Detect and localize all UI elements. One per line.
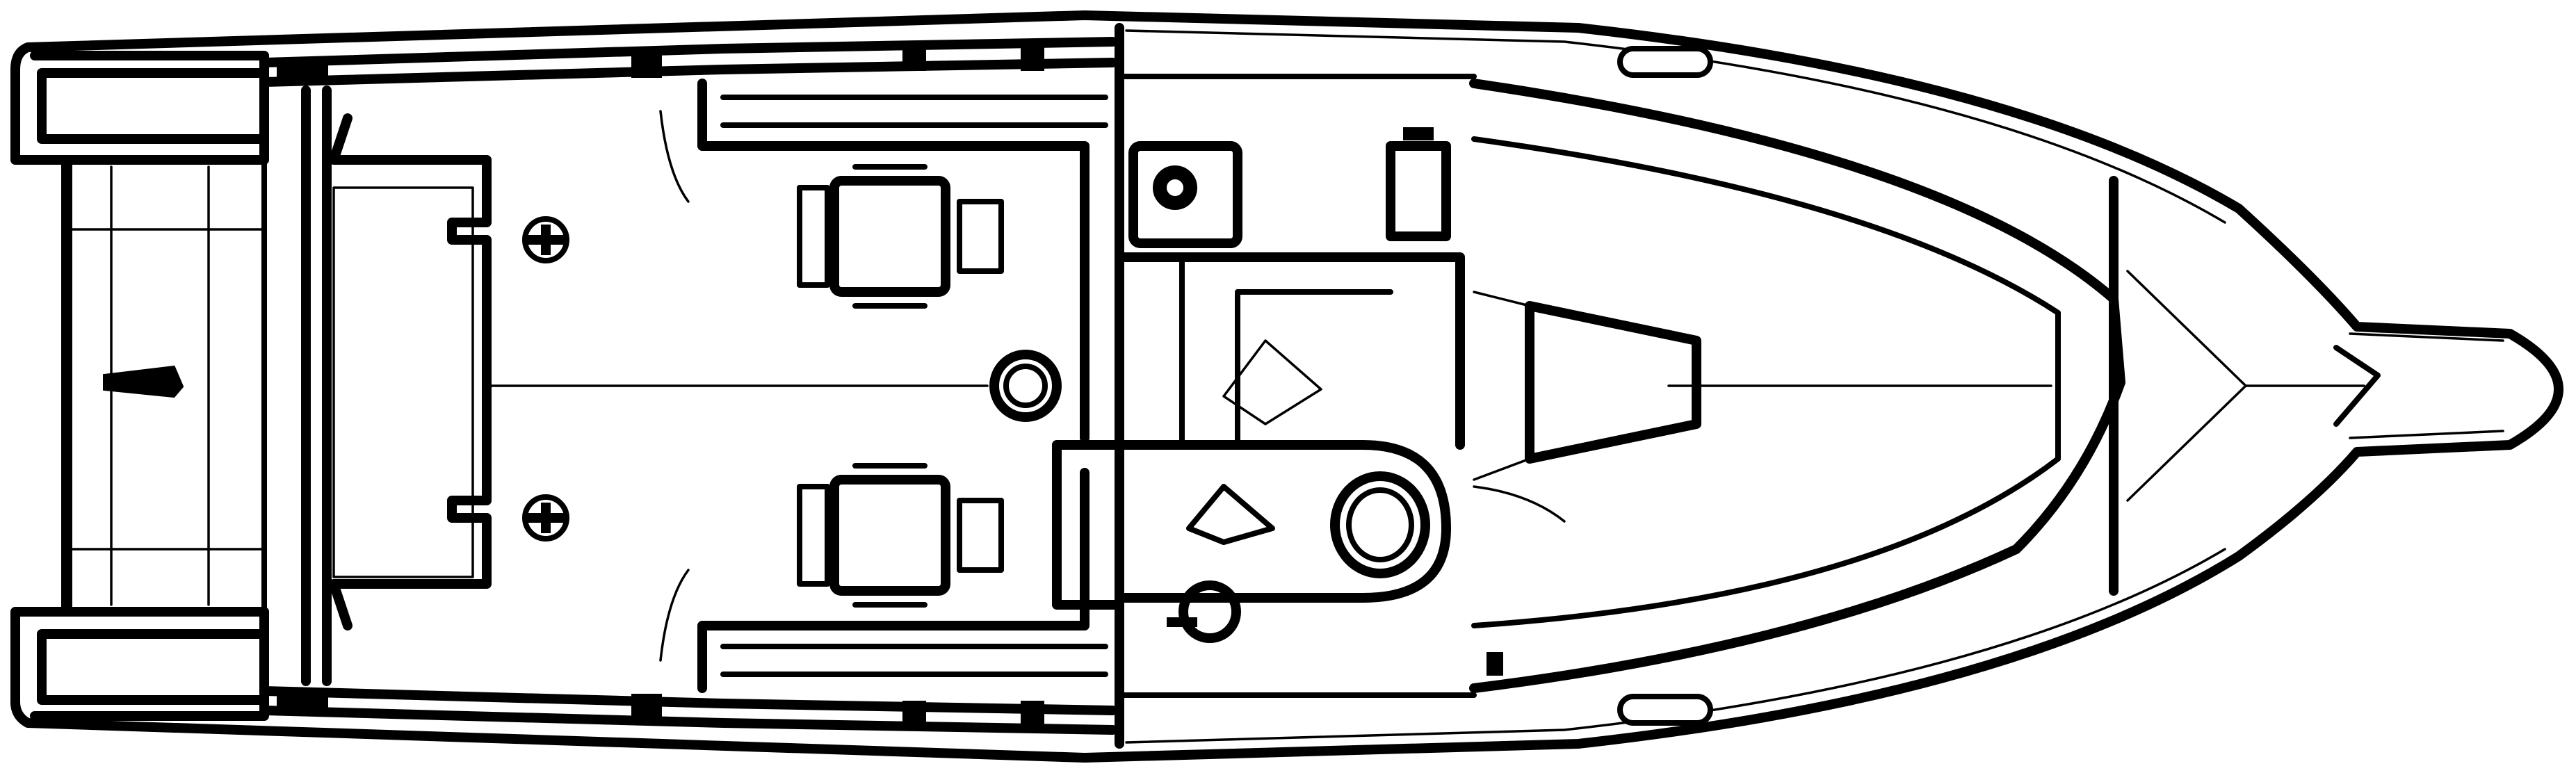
port-cleat-2 xyxy=(631,54,662,78)
head-door xyxy=(1473,485,1566,523)
cabin-inner-wall xyxy=(1117,74,1477,698)
hull xyxy=(10,10,2563,763)
stbd-cleat-3 xyxy=(902,701,926,724)
deck-hatch-port xyxy=(1617,46,1713,78)
port-gunwale xyxy=(259,37,1117,87)
cockpit-hatch xyxy=(989,350,1062,422)
aft-bench-seat xyxy=(329,113,492,630)
bow-pulpit xyxy=(2333,332,2504,439)
berth-cushion-split xyxy=(1473,291,1531,481)
cabin xyxy=(1052,23,1566,749)
cupholder-starboard xyxy=(522,494,569,542)
head-wall xyxy=(1115,440,1451,603)
head-counter xyxy=(1186,484,1275,545)
galley-counter xyxy=(1179,254,1393,448)
head-compartment xyxy=(1052,440,1124,610)
toilet xyxy=(1330,471,1430,578)
anchor-locker-lines xyxy=(2126,270,2365,502)
swim-ladder-cleat xyxy=(103,365,184,398)
port-stern-locker xyxy=(37,68,269,144)
stbd-cleat-2 xyxy=(631,694,662,717)
stbd-door-swing xyxy=(659,569,690,662)
port-cleat-1 xyxy=(277,65,328,82)
cupholder-port xyxy=(522,216,569,263)
stbd-side-console xyxy=(720,644,1108,677)
cockpit xyxy=(301,79,1108,693)
sink xyxy=(1386,127,1451,241)
port-door-swing xyxy=(659,110,690,203)
helm-wheel-area xyxy=(1222,339,1322,425)
swim-platform-deck xyxy=(67,157,267,615)
port-side-console xyxy=(720,95,1108,128)
cabin-top-outline xyxy=(1469,79,2125,693)
cockpit-forward-bulkhead xyxy=(697,79,1089,693)
stove xyxy=(1128,141,1242,248)
head-drain xyxy=(1167,580,1241,643)
stbd-cleat-1 xyxy=(277,691,328,708)
hull-outline xyxy=(10,10,2563,763)
gunwales xyxy=(259,37,1117,735)
bow-pulpit-rail xyxy=(2349,332,2504,439)
swim-platform xyxy=(30,51,269,721)
berth-filler xyxy=(1525,301,1701,464)
bow-hatch-cleat xyxy=(1487,652,1503,676)
starboard-stern-locker xyxy=(37,629,269,705)
cabin-inner-outline xyxy=(1471,136,2061,628)
aft-bench-cushion xyxy=(332,186,474,578)
port-cleat-3 xyxy=(902,47,926,71)
cockpit-coaming xyxy=(301,86,332,686)
bow-anchor-chock xyxy=(2333,345,2381,427)
starboard-gunwale xyxy=(259,686,1117,735)
port-cleat-4 xyxy=(1021,47,1044,71)
deck-hatch-starboard xyxy=(1617,694,1713,726)
helm-seat-port xyxy=(797,164,1004,309)
compass-icon xyxy=(1153,165,1197,210)
v-berth xyxy=(1469,46,2365,726)
helm-seat-starboard xyxy=(797,463,1004,608)
stbd-cleat-4 xyxy=(1021,701,1044,724)
